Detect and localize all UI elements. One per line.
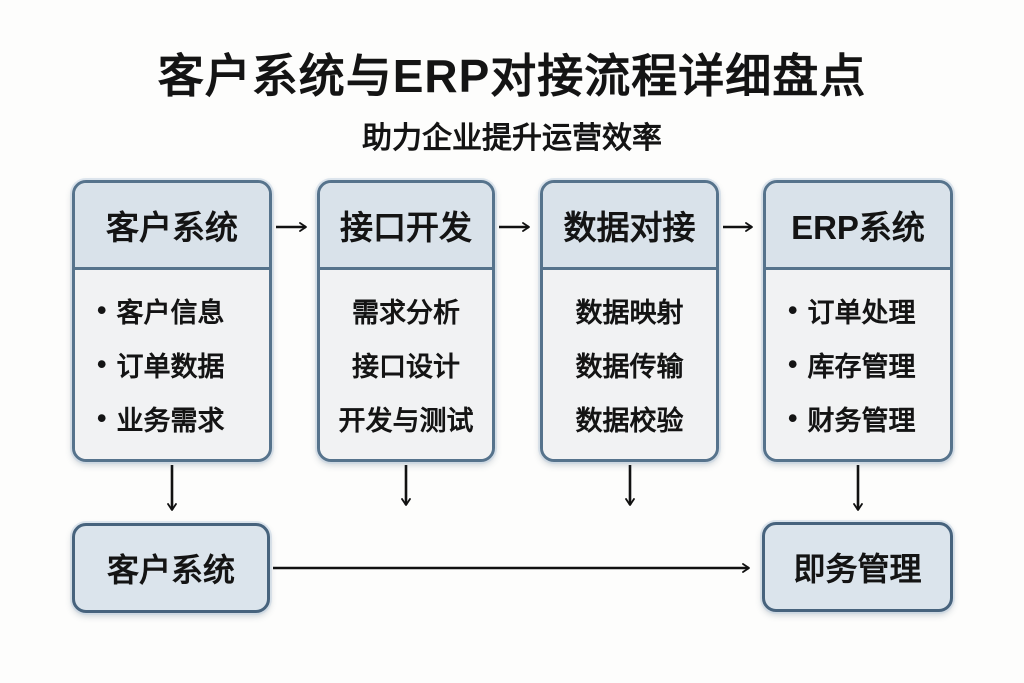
stage-item: 数据传输 [551, 345, 708, 384]
stage-body: 需求分析 接口设计 开发与测试 [320, 270, 492, 459]
bottom-node-service-management: 即务管理 [762, 522, 953, 612]
stage-body: 数据映射 数据传输 数据校验 [543, 270, 716, 459]
stage-item: • 客户信息 [83, 291, 261, 330]
stage-header: 接口开发 [320, 183, 492, 270]
stage-header: 客户系统 [75, 183, 269, 270]
stage-item: 数据校验 [551, 399, 708, 438]
stage-item: • 财务管理 [774, 399, 942, 438]
bottom-node-label: 即务管理 [793, 551, 922, 587]
stage-item: 需求分析 [328, 291, 484, 330]
stage-item-label: 业务需求 [116, 406, 225, 436]
stage-item-label: 库存管理 [807, 352, 916, 382]
stage-item-label: 客户信息 [116, 298, 225, 328]
stage-box-erp-system: ERP系统 • 订单处理 • 库存管理 • 财务管理 [763, 180, 953, 462]
stage-item-label: 数据映射 [575, 298, 684, 328]
stage-item: 数据映射 [551, 291, 708, 330]
stage-box-customer-system: 客户系统 • 客户信息 • 订单数据 • 业务需求 [72, 180, 272, 462]
bottom-node-customer-system: 客户系统 [72, 523, 270, 613]
stage-box-interface-development: 接口开发 需求分析 接口设计 开发与测试 [317, 180, 495, 462]
stage-item: 开发与测试 [328, 399, 484, 438]
stage-item: 接口设计 [328, 345, 484, 384]
stage-item-label: 订单数据 [116, 352, 225, 382]
page-title: 客户系统与ERP对接流程详细盘点 [157, 50, 867, 102]
stage-item-label: 需求分析 [352, 298, 460, 328]
bottom-node-label: 客户系统 [106, 552, 235, 588]
stage-body: • 客户信息 • 订单数据 • 业务需求 [75, 270, 269, 459]
bullet-icon: • [97, 403, 107, 433]
stage-item-label: 数据传输 [575, 352, 684, 382]
stage-box-data-integration: 数据对接 数据映射 数据传输 数据校验 [540, 180, 719, 462]
page-subtitle: 助力企业提升运营效率 [362, 122, 662, 155]
stage-item-label: 数据校验 [575, 406, 684, 436]
stage-item-label: 开发与测试 [338, 406, 474, 436]
stage-item: • 库存管理 [774, 345, 942, 384]
stage-item-label: 财务管理 [807, 406, 916, 436]
bullet-icon: • [97, 295, 107, 325]
bullet-icon: • [788, 403, 798, 433]
bullet-icon: • [788, 295, 798, 325]
bullet-icon: • [788, 349, 798, 379]
stage-item-label: 订单处理 [807, 298, 916, 328]
stage-item-label: 接口设计 [352, 352, 460, 382]
stage-header: ERP系统 [766, 183, 950, 270]
stage-item: • 业务需求 [83, 399, 261, 438]
stage-header: 数据对接 [543, 183, 716, 270]
stage-body: • 订单处理 • 库存管理 • 财务管理 [766, 270, 950, 459]
bullet-icon: • [97, 349, 107, 379]
stage-item: • 订单处理 [774, 291, 942, 330]
stage-item: • 订单数据 [83, 345, 261, 384]
